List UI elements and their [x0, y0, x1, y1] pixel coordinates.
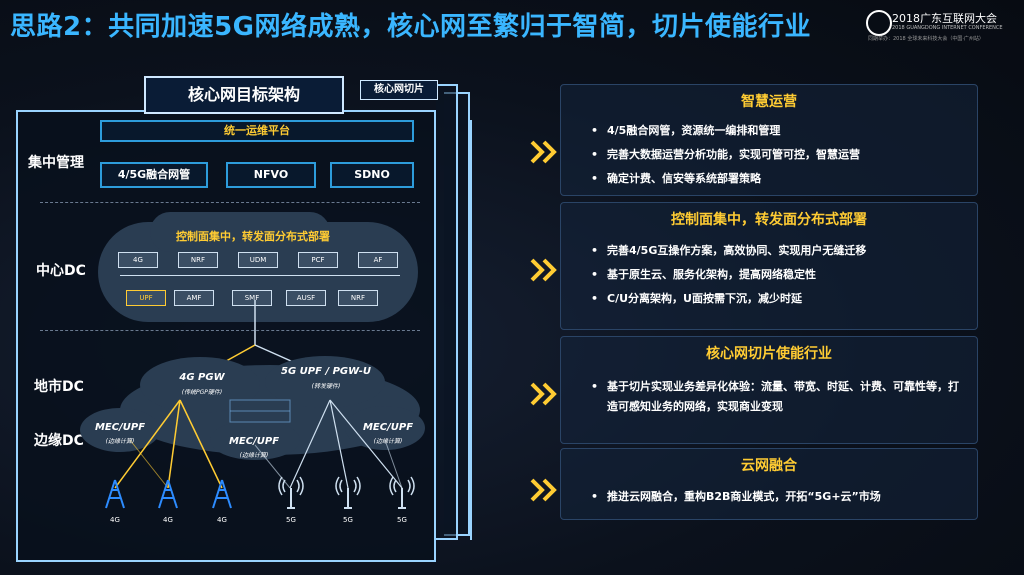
antenna-label-5: 5G — [343, 516, 353, 524]
mec-left-sub: (边缘计算) — [105, 438, 135, 445]
card-bullet: C/U分离架构，U面按需下沉，减少时延 — [591, 287, 965, 311]
mec-right-sub: (边缘计算) — [373, 438, 403, 445]
mec-mid: MEC/UPF — [228, 436, 280, 447]
divider-2 — [40, 330, 420, 331]
pgw-4g: 4G PGW — [179, 372, 225, 383]
slice-layer-2 — [436, 84, 458, 540]
double-chevron-icon — [530, 382, 557, 406]
label-central-mgmt: 集中管理 — [28, 155, 84, 171]
card-bullet: 完善4/5G互操作方案，高效协同、实现用户无缝迁移 — [591, 239, 965, 263]
mgmt-box-3: SDNO — [330, 162, 414, 188]
nf-row2-2: AMF — [174, 290, 214, 306]
mgmt-box-1: 4/5G融合网管 — [100, 162, 208, 188]
center-dc-cloud-top — [150, 212, 330, 252]
antenna-label-6: 5G — [397, 516, 407, 524]
card-slicing: 核心网切片使能行业 基于切片实现业务差异化体验：流量、带宽、时延、计费、可靠性等… — [560, 336, 978, 444]
card-title: 控制面集中，转发面分布式部署 — [671, 212, 867, 228]
double-chevron-icon — [530, 140, 557, 164]
nf-row2-5: NRF — [338, 290, 378, 306]
card-bullet: 推进云网融合，重构B2B商业模式，开拓“5G+云”市场 — [591, 485, 965, 509]
core-slice-tab: 核心网切片 — [360, 80, 438, 100]
upf-5g-sub: (转发硬件) — [311, 383, 341, 390]
divider-1 — [40, 202, 420, 203]
nf-row2-1: UPF — [126, 290, 166, 306]
nf-row1-1: 4G — [118, 252, 158, 268]
pgw-4g-sub: (传统PGP硬件) — [181, 389, 223, 396]
antenna-5g-icon — [389, 476, 415, 509]
upf-5g: 5G UPF / PGW-U — [281, 366, 371, 377]
nf-row1-2: NRF — [178, 252, 218, 268]
mec-right: MEC/UPF — [362, 422, 414, 433]
card-cloud-network: 云网融合 推进云网融合，重构B2B商业模式，开拓“5G+云”市场 — [560, 448, 978, 520]
logo-sub: 同期举办：2018 全球未来科技大会（中国·广州站） — [868, 36, 984, 42]
tower-4g-icon — [158, 479, 178, 509]
card-title: 智慧运营 — [741, 94, 797, 110]
card-cu-separation: 控制面集中，转发面分布式部署 完善4/5G互操作方案，高效协同、实现用户无缝迁移… — [560, 202, 978, 330]
logo-icon — [866, 10, 892, 36]
ops-platform: 统一运维平台 — [100, 120, 414, 142]
antenna-5g-icon — [278, 476, 304, 509]
double-chevron-icon — [530, 258, 557, 282]
antenna-label-4: 5G — [286, 516, 296, 524]
slice-layer-edge — [470, 120, 472, 540]
double-chevron-icon — [530, 478, 557, 502]
logo-name: 2018广东互联网大会 — [892, 12, 997, 25]
nf-row1-5: AF — [358, 252, 398, 268]
card-bullet: 确定计费、信安等系统部署策略 — [591, 167, 965, 191]
card-bullet: 基于切片实现业务差异化体验：流量、带宽、时延、计费、可靠性等，打造可感知业务的网… — [591, 377, 965, 417]
antenna-label-3: 4G — [217, 516, 227, 524]
tower-4g-icon — [212, 479, 232, 509]
nf-row1-3: UDM — [238, 252, 278, 268]
card-title: 核心网切片使能行业 — [706, 346, 832, 362]
center-cloud-title: 控制面集中，转发面分布式部署 — [176, 230, 330, 243]
label-metro-dc: 地市DC — [34, 379, 84, 395]
card-bullet: 4/5融合网管，资源统一编排和管理 — [591, 119, 965, 143]
card-bullet: 完善大数据运营分析功能，实现可管可控，智慧运营 — [591, 143, 965, 167]
conference-logo: 2018广东互联网大会 2018 GUANGDONG INTERNET CONF… — [866, 8, 1016, 44]
label-edge-dc: 边缘DC — [34, 433, 84, 449]
mec-left: MEC/UPF — [94, 422, 146, 433]
tower-4g-icon — [105, 479, 125, 509]
service-bus — [120, 275, 400, 276]
antenna-label-1: 4G — [110, 516, 120, 524]
antenna-5g-icon — [335, 476, 361, 509]
mgmt-box-2: NFVO — [226, 162, 316, 188]
page-title: 思路2：共同加速5G网络成熟，核心网至繁归于智简，切片使能行业 — [10, 12, 812, 42]
logo-english: 2018 GUANGDONG INTERNET CONFERENCE — [892, 25, 1003, 31]
architecture-title: 核心网目标架构 — [144, 76, 344, 114]
antenna-label-2: 4G — [163, 516, 173, 524]
mec-mid-sub: (边缘计算) — [239, 452, 269, 459]
nf-row2-4: AUSF — [286, 290, 326, 306]
card-smart-ops: 智慧运营 4/5融合网管，资源统一编排和管理 完善大数据运营分析功能，实现可管可… — [560, 84, 978, 196]
label-center-dc: 中心DC — [36, 263, 86, 279]
card-title: 云网融合 — [741, 458, 797, 474]
nf-row2-3: SMF — [232, 290, 272, 306]
card-bullet: 基于原生云、服务化架构，提高网络稳定性 — [591, 263, 965, 287]
nf-row1-4: PCF — [298, 252, 338, 268]
